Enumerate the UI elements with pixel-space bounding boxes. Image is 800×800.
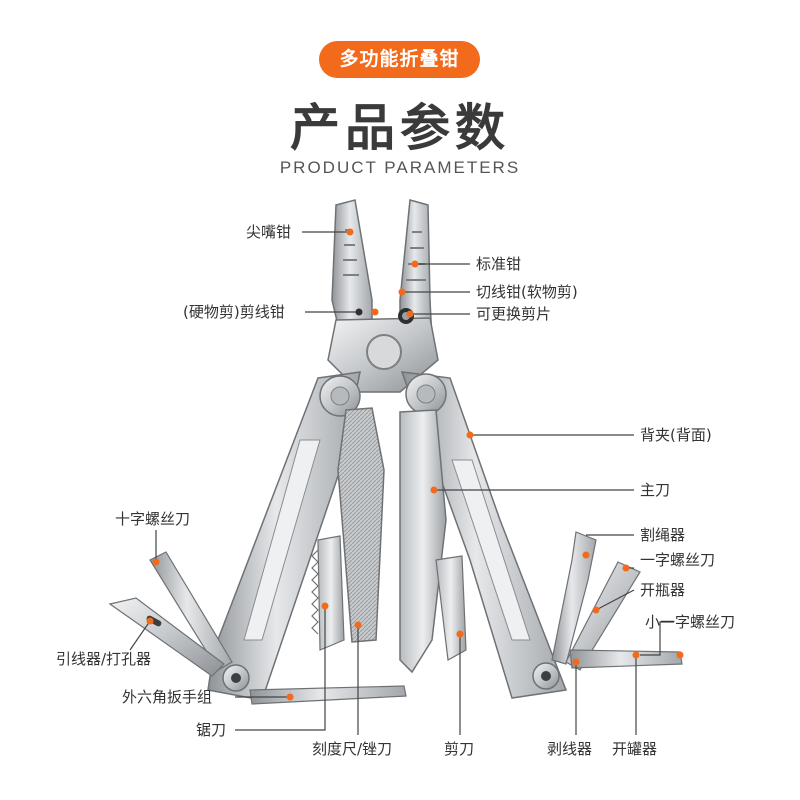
label-wire-stripper: 剥线器 bbox=[547, 740, 593, 758]
leader-bottle-opener bbox=[595, 589, 635, 611]
marker-ruler-file bbox=[354, 621, 362, 629]
leader-awl bbox=[129, 620, 151, 651]
label-hex-wrench: 外六角扳手组 bbox=[122, 688, 213, 706]
leader-lines bbox=[129, 231, 674, 735]
label-rope-cutter: 割绳器 bbox=[640, 526, 686, 544]
handle-right bbox=[400, 371, 568, 699]
page-subtitle: PRODUCT PARAMETERS bbox=[279, 158, 521, 177]
label-small-flat-screwdriver: 小一字螺丝刀 bbox=[645, 613, 736, 631]
rope-cutter-tool bbox=[551, 531, 597, 665]
leader-small-flat bbox=[640, 621, 674, 656]
label-wire-cutter-soft: 切线钳(软物剪) bbox=[476, 283, 578, 301]
pliers-jaw-right bbox=[399, 199, 433, 343]
marker-wire-stripper bbox=[572, 658, 580, 666]
label-phillips-screwdriver: 十字螺丝刀 bbox=[115, 510, 191, 528]
marker-main-knife bbox=[430, 486, 438, 494]
label-awl-punch: 引线器/打孔器 bbox=[56, 650, 152, 668]
marker-needle-nose bbox=[346, 228, 354, 236]
marker-wire-cutter-soft bbox=[398, 288, 406, 296]
marker-flat-screwdriver bbox=[622, 564, 630, 572]
page-title: 产品参数 bbox=[290, 99, 510, 157]
category-badge: 多功能折叠钳 bbox=[319, 41, 480, 78]
hex-wrench-tool bbox=[249, 685, 407, 705]
saw-blade bbox=[311, 535, 345, 651]
leader-saw bbox=[235, 606, 326, 731]
label-ruler-file: 刻度尺/锉刀 bbox=[312, 740, 393, 758]
marker-back-clip bbox=[466, 431, 474, 439]
main-knife-blade bbox=[399, 409, 447, 674]
label-bottle-opener: 开瓶器 bbox=[640, 581, 686, 599]
marker-bottle-opener bbox=[592, 606, 600, 614]
marker-wire-cutter-hard bbox=[371, 308, 379, 316]
marker-standard-pliers bbox=[411, 260, 419, 268]
label-flat-screwdriver: 一字螺丝刀 bbox=[640, 551, 716, 569]
marker-wire-cutter-hard-secondary bbox=[355, 308, 363, 316]
phillips-screwdriver-tool bbox=[149, 551, 233, 671]
label-wire-cutter-hard: (硬物剪)剪线钳 bbox=[183, 303, 285, 321]
label-can-opener: 开罐器 bbox=[612, 740, 658, 758]
label-saw: 锯刀 bbox=[196, 721, 227, 739]
marker-dots bbox=[146, 228, 684, 701]
label-scissors: 剪刀 bbox=[444, 740, 475, 758]
flat-screwdriver-tool bbox=[565, 561, 641, 671]
label-needle-nose: 尖嘴钳 bbox=[246, 223, 292, 241]
marker-scissors bbox=[456, 630, 464, 638]
can-opener-tool bbox=[569, 649, 683, 669]
file-ruler-tool bbox=[337, 407, 385, 643]
label-standard-pliers: 标准钳 bbox=[476, 255, 522, 273]
marker-replaceable-blade bbox=[406, 310, 414, 318]
label-main-knife: 主刀 bbox=[640, 481, 671, 499]
label-replaceable-blade: 可更换剪片 bbox=[476, 305, 552, 323]
label-back-clip: 背夹(背面) bbox=[640, 426, 712, 444]
marker-can-opener bbox=[632, 651, 640, 659]
handle-left bbox=[207, 371, 361, 701]
marker-saw bbox=[321, 602, 329, 610]
scissors-blades bbox=[435, 555, 467, 661]
marker-hex-wrench bbox=[286, 693, 294, 701]
marker-phillips bbox=[152, 558, 160, 566]
marker-rope-cutter bbox=[582, 551, 590, 559]
marker-awl bbox=[146, 617, 154, 625]
marker-small-flat bbox=[676, 651, 684, 659]
